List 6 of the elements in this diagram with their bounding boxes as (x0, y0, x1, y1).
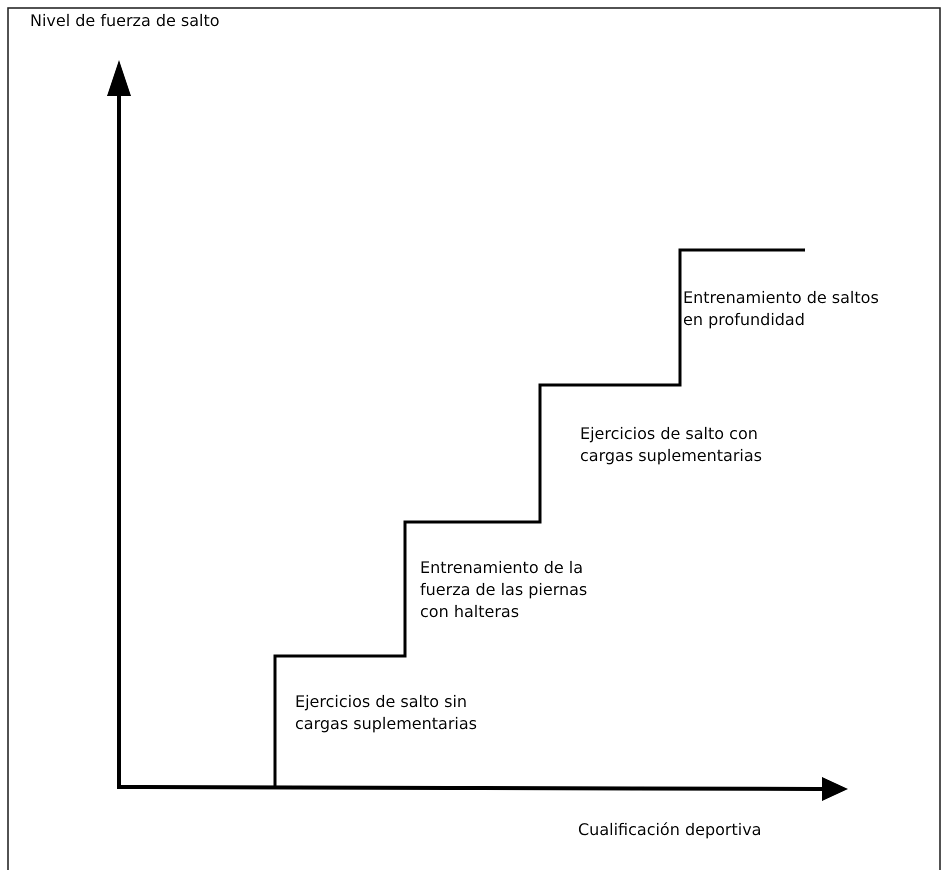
step-label: Ejercicios de salto con cargas suplementarias (580, 423, 764, 467)
step-label: Entrenamiento de saltos en profundidad (683, 287, 880, 331)
step-label: Entrenamiento de la fuerza de las piernas con halteras (420, 557, 588, 623)
axis-title: Nivel de fuerza de salto (30, 10, 221, 32)
step-label: Ejercicios de salto sin cargas suplementarias (295, 691, 478, 735)
axis-title: Cualificación deportiva (578, 819, 762, 841)
